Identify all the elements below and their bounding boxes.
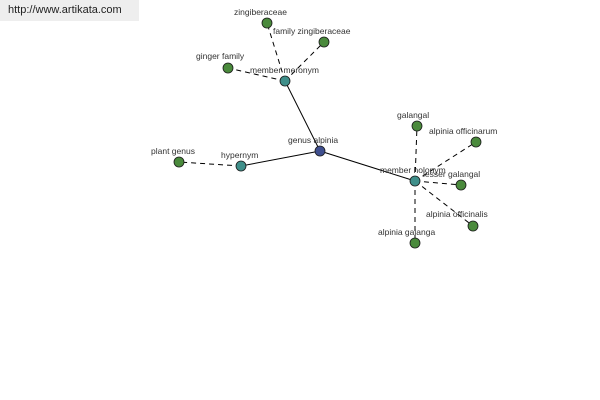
label-hypernym: hypernym xyxy=(221,150,258,160)
label-ginger-family: ginger family xyxy=(196,51,245,61)
label-member-holonym: member holonym xyxy=(380,165,446,175)
node-plant-genus[interactable] xyxy=(173,156,185,168)
label-member-meronym: member meronym xyxy=(250,65,319,75)
label-alpinia-officinalis: alpinia officinalis xyxy=(426,209,488,219)
edge-holonym-alpinia-officinarum xyxy=(414,141,477,182)
node-member-holonym[interactable] xyxy=(409,175,421,187)
label-genus-alpinia: genus alpinia xyxy=(288,135,338,145)
node-alpinia-officinarum[interactable] xyxy=(470,136,482,148)
node-zingiberaceae[interactable] xyxy=(261,17,273,29)
label-alpinia-galanga: alpinia galanga xyxy=(378,227,435,237)
node-ginger-family[interactable] xyxy=(222,62,234,74)
node-alpinia-officinalis[interactable] xyxy=(467,220,479,232)
node-hypernym[interactable] xyxy=(235,160,247,172)
label-zingiberaceae: zingiberaceae xyxy=(234,7,287,17)
edge-holonym-alpinia-officinalis xyxy=(414,180,474,227)
label-alpinia-officinarum: alpinia officinarum xyxy=(429,126,497,136)
label-galangal: galangal xyxy=(397,110,429,120)
node-member-meronym[interactable] xyxy=(279,75,291,87)
node-galangal[interactable] xyxy=(411,120,423,132)
node-alpinia-galanga[interactable] xyxy=(409,237,421,249)
label-plant-genus: plant genus xyxy=(151,146,195,156)
edge-center-member-holonym xyxy=(319,150,416,182)
edge-meronym-zingiberaceae xyxy=(266,22,286,82)
edge-meronym-family-zingiberaceae xyxy=(284,41,325,82)
node-family-zingiberaceae[interactable] xyxy=(318,36,330,48)
edge-center-member-meronym xyxy=(284,80,321,152)
edge-holonym-galangal xyxy=(414,125,418,182)
edge-meronym-ginger-family xyxy=(227,67,286,82)
edge-hypernym-plant-genus xyxy=(178,161,242,167)
edge-center-hypernym xyxy=(240,150,321,167)
node-lesser-galangal[interactable] xyxy=(455,179,467,191)
label-lesser-galangal: lesser galangal xyxy=(423,169,480,179)
watermark-url[interactable]: http://www.artikata.com xyxy=(0,0,139,21)
node-genus-alpinia[interactable] xyxy=(314,145,326,157)
label-family-zingiberaceae: family zingiberaceae xyxy=(273,26,351,36)
edge-holonym-lesser-galangal xyxy=(414,180,462,186)
